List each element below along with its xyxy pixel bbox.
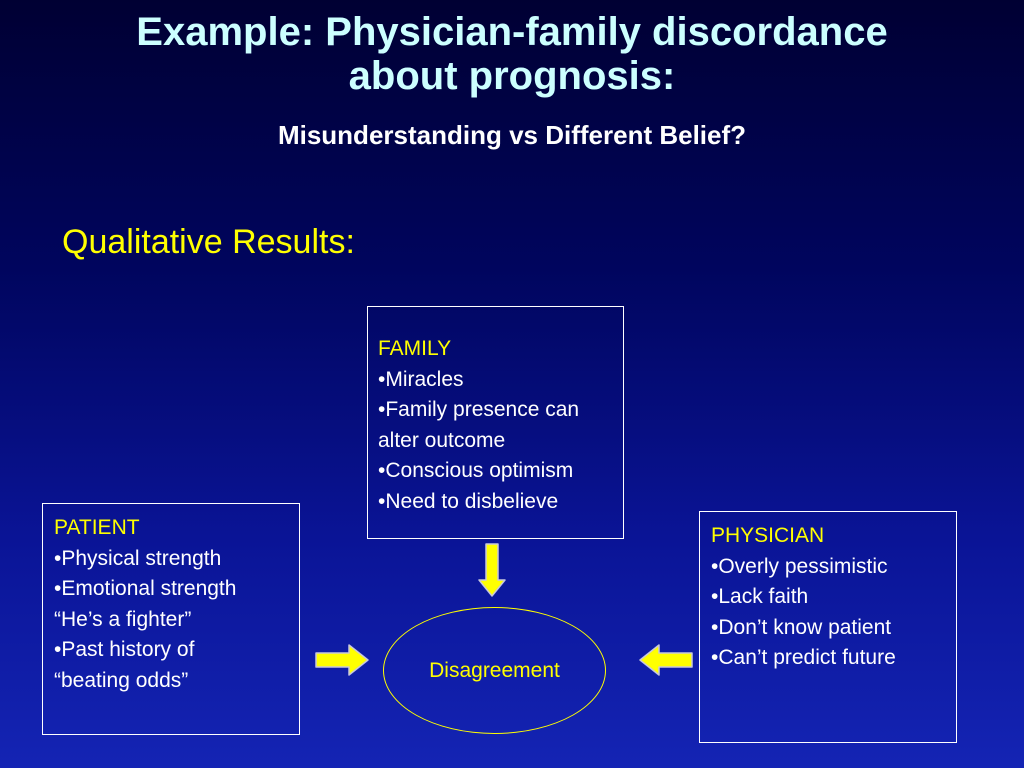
physician-heading: PHYSICIAN: [711, 524, 825, 547]
slide-subtitle: Misunderstanding vs Different Belief?: [277, 120, 747, 150]
physician-item: •Don’t know patient: [711, 615, 892, 639]
slide-title: Example: Physician-family discordance ab…: [0, 10, 1024, 98]
patient-item: •Emotional strength: [54, 577, 237, 600]
family-box: FAMILY •Miracles •Family presence can al…: [367, 306, 624, 539]
physician-box: PHYSICIAN •Overly pessimistic •Lack fait…: [699, 511, 957, 743]
family-item: •Conscious optimism: [378, 459, 574, 482]
patient-item: •Past history of: [54, 638, 195, 661]
section-heading: Qualitative Results:: [62, 223, 355, 261]
slide-title-line-2: about prognosis:: [348, 54, 676, 98]
right-arrow-icon: [315, 644, 369, 676]
disagreement-label: Disagreement: [429, 658, 560, 682]
slide-title-line-1: Example: Physician-family discordance: [136, 10, 888, 54]
left-arrow-icon: [639, 644, 693, 676]
family-item: •Need to disbelieve: [378, 489, 559, 513]
patient-item: “He’s a fighter”: [54, 607, 192, 631]
patient-item: “beating odds”: [54, 668, 189, 692]
family-item: •Miracles: [378, 367, 464, 391]
patient-box: PATIENT •Physical strength •Emotional st…: [42, 503, 300, 735]
patient-item: •Physical strength: [54, 546, 222, 570]
physician-item: •Lack faith: [711, 585, 809, 608]
physician-item: •Can’t predict future: [711, 646, 896, 669]
down-arrow-icon: [478, 543, 506, 597]
patient-heading: PATIENT: [54, 516, 140, 539]
family-item: •Family presence can: [378, 398, 580, 421]
family-heading: FAMILY: [378, 337, 452, 360]
disagreement-ellipse: Disagreement: [383, 607, 606, 734]
physician-item: •Overly pessimistic: [711, 554, 888, 578]
family-item: alter outcome: [378, 428, 506, 452]
